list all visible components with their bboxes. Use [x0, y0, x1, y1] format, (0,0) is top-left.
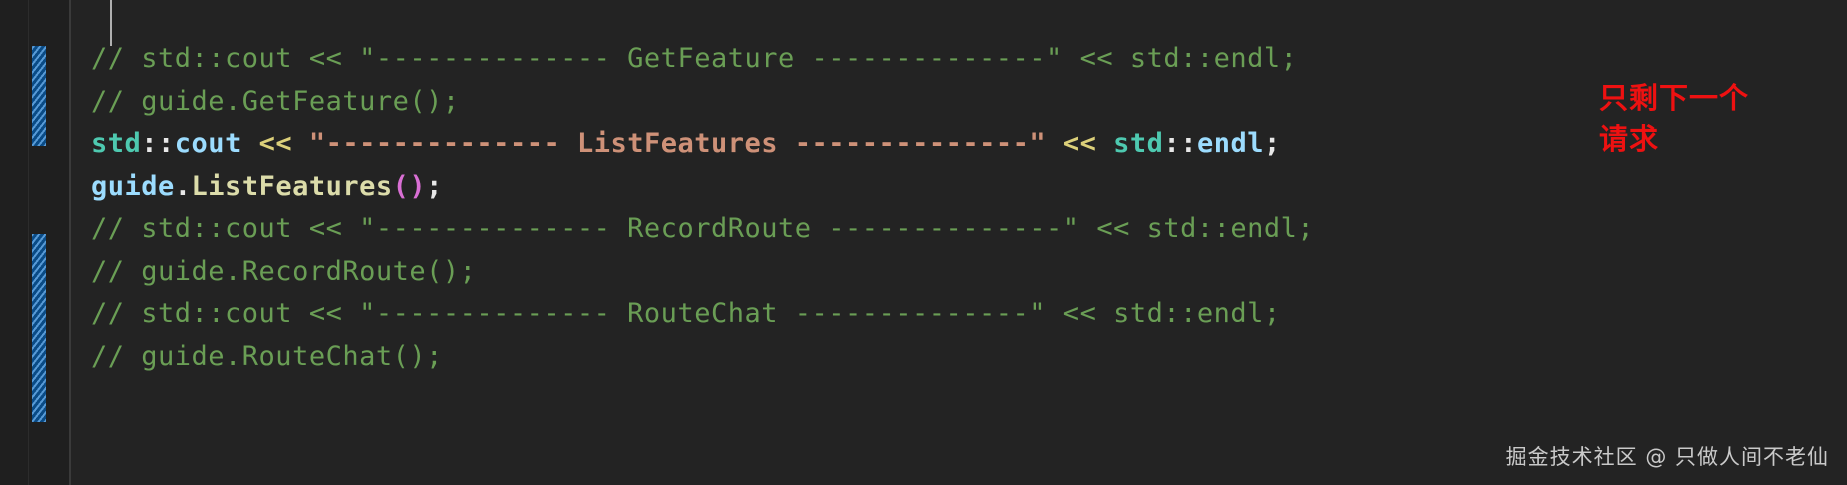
- code-token: <<: [258, 128, 293, 159]
- code-line[interactable]: // std::cout << "-------------- RecordRo…: [71, 208, 1847, 251]
- code-token: [292, 128, 309, 159]
- watermark: 掘金技术社区 @ 只做人间不老仙: [1505, 445, 1829, 469]
- editor-overview-strip[interactable]: [0, 0, 70, 485]
- code-token: ::: [1163, 128, 1197, 159]
- annotation-line-2: 请求: [1599, 122, 1660, 156]
- code-token: // std::cout << "-------------- GetFeatu…: [91, 43, 1298, 74]
- code-token: // guide.RecordRoute();: [91, 255, 477, 287]
- code-surface[interactable]: // std::cout << "-------------- GetFeatu…: [71, 0, 1847, 485]
- code-token: ;: [1264, 128, 1281, 159]
- code-token: // std::cout << "-------------- RouteCha…: [91, 298, 1281, 329]
- code-line[interactable]: // std::cout << "-------------- RouteCha…: [71, 293, 1847, 336]
- red-annotation: 只剩下一个 请求: [1599, 78, 1829, 160]
- code-token: ::: [141, 128, 175, 159]
- code-token: ;: [426, 170, 443, 202]
- code-token: std: [91, 128, 142, 159]
- code-token: (): [392, 170, 427, 202]
- code-token: [1046, 128, 1063, 159]
- code-token: guide: [91, 170, 175, 202]
- code-token: endl: [1196, 128, 1264, 159]
- modified-lines-marker-1[interactable]: [32, 46, 46, 146]
- code-token: // guide.GetFeature();: [91, 85, 460, 117]
- code-token: .: [174, 170, 192, 202]
- indent-guide: [110, 0, 112, 46]
- annotation-line-1: 只剩下一个: [1599, 81, 1750, 115]
- code-line[interactable]: // guide.RouteChat();: [71, 336, 1847, 379]
- code-token: "-------------- ListFeatures -----------…: [308, 128, 1047, 159]
- code-lines[interactable]: // std::cout << "-------------- GetFeatu…: [71, 38, 1847, 378]
- code-line[interactable]: std::cout << "-------------- ListFeature…: [71, 123, 1847, 166]
- modified-lines-marker-2[interactable]: [32, 234, 46, 422]
- code-line[interactable]: // guide.GetFeature();: [71, 81, 1847, 124]
- code-line[interactable]: guide.ListFeatures();: [71, 166, 1847, 209]
- code-token: cout: [174, 128, 242, 159]
- overview-strip-edge: [28, 0, 29, 485]
- code-token: ListFeatures: [191, 170, 393, 202]
- code-line[interactable]: // guide.RecordRoute();: [71, 251, 1847, 294]
- code-line[interactable]: // std::cout << "-------------- GetFeatu…: [71, 38, 1847, 81]
- code-token: // std::cout << "-------------- RecordRo…: [91, 213, 1315, 244]
- code-token: std: [1113, 128, 1164, 159]
- code-token: [242, 128, 259, 159]
- code-token: [1096, 128, 1113, 159]
- gutter-divider: [69, 0, 71, 485]
- code-token: // guide.RouteChat();: [91, 340, 443, 372]
- code-token: <<: [1062, 128, 1097, 159]
